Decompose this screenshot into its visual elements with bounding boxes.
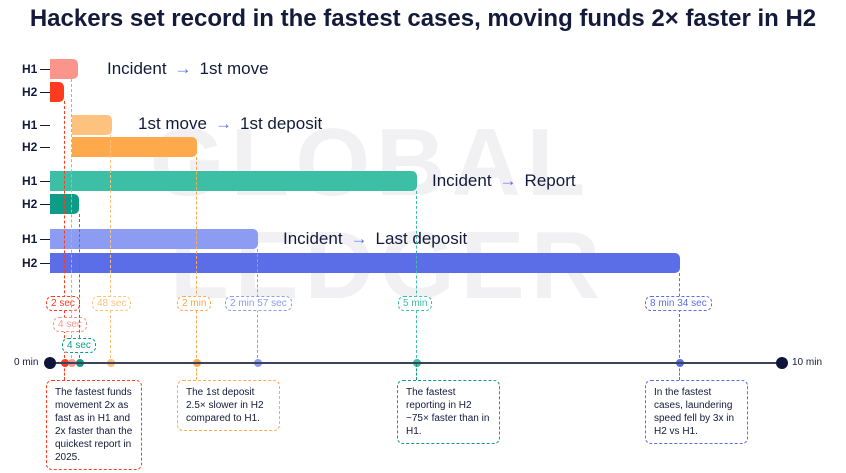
row-label-h1: H1 [22,118,38,132]
duration-pill: 48 sec [92,296,132,311]
segment-from: Incident [107,59,167,78]
note-connector [196,364,197,380]
row-tick [40,147,50,148]
bar-0-h2 [50,82,64,102]
bar-3-h1 [50,229,258,249]
row-label-h2: H2 [22,197,38,211]
bar-3-h2 [50,253,680,273]
bar-1-h2 [72,137,197,157]
marker-line [679,273,680,363]
duration-pill: 8 min 34 sec [645,296,712,311]
duration-pill: 4 sec [62,338,96,353]
note-connector [64,364,65,380]
axis-start-dot [44,357,56,369]
bar-2-h1 [50,171,417,191]
axis-end-label: 10 min [792,357,823,368]
segment-from: Incident [432,171,492,190]
axis-end-dot [776,357,788,369]
segment-to: 1st deposit [239,114,323,133]
segment-label: Incident → 1st move [107,59,269,79]
row-label-h2: H2 [22,85,38,99]
arrow-icon: → [174,59,192,78]
note-connector [416,364,417,380]
row-label-h1: H1 [22,232,38,246]
row-tick [40,69,50,70]
row-tick [40,181,50,182]
watermark-line-1: GLOBAL [150,109,592,216]
row-label-h1: H1 [22,62,38,76]
duration-pill: 4 sec [53,317,87,332]
marker-line [110,135,111,363]
marker-line [416,191,417,363]
arrow-icon: → [350,229,368,248]
arrow-icon: → [214,114,232,133]
marker-line [64,101,65,363]
segment-from: 1st move [138,114,207,133]
duration-pill: 2 min [177,296,212,311]
note-box: The 1st deposit 2.5× slower in H2 compar… [177,380,280,431]
row-tick [40,125,50,126]
duration-pill: 5 min [398,296,433,311]
segment-label: 1st move → 1st deposit [138,114,322,134]
marker-line [79,214,80,363]
segment-from: Incident [283,229,343,248]
bar-0-h1 [50,59,78,79]
marker-line [71,79,72,363]
row-tick [40,239,50,240]
segment-label: Incident → Last deposit [283,229,467,249]
duration-pill: 2 sec [46,296,80,311]
segment-to: 1st move [199,59,269,78]
duration-pill: 2 min 57 sec [225,296,292,311]
note-box: The fastest reporting in H2 ~75× faster … [397,380,500,444]
note-connector [679,364,680,380]
marker-line [196,157,197,363]
bar-1-h1 [72,115,112,135]
row-tick [40,204,50,205]
time-axis [50,362,782,364]
axis-start-label: 0 min [14,357,39,368]
row-tick [40,92,50,93]
row-label-h2: H2 [22,256,38,270]
row-tick [40,263,50,264]
row-label-h1: H1 [22,174,38,188]
arrow-icon: → [499,171,517,190]
segment-to: Last deposit [375,229,468,248]
segment-to: Report [524,171,576,190]
note-box: The fastest funds movement 2x as fast as… [46,380,142,470]
chart-title: Hackers set record in the fastest cases,… [29,5,817,32]
segment-label: Incident → Report [432,171,576,191]
note-box: In the fastest cases, laundering speed f… [645,380,748,444]
row-label-h2: H2 [22,140,38,154]
